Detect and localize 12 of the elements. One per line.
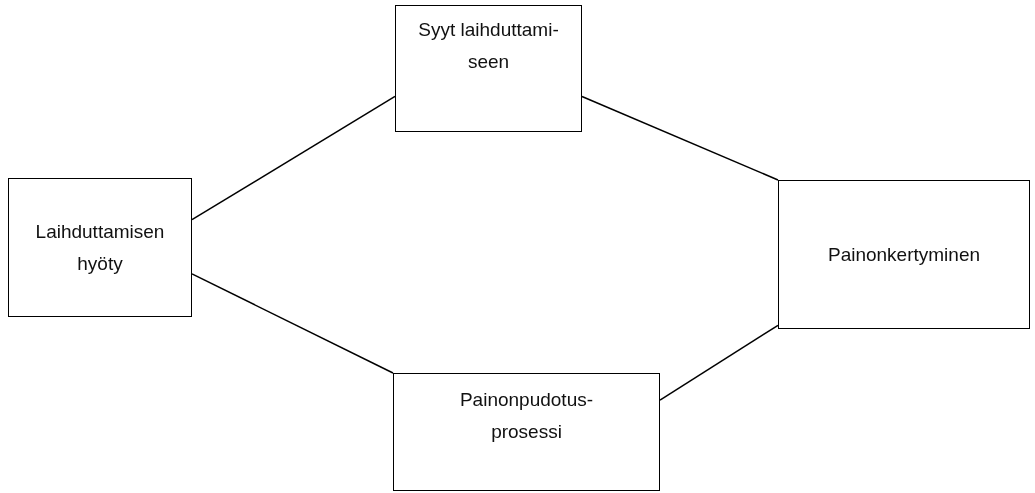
- concept-box: [395, 5, 582, 132]
- box-label: Syyt laihduttami- seen: [417, 18, 560, 74]
- concept-box: [778, 180, 1030, 329]
- connector-line: [191, 95, 396, 221]
- box-label: Painonpudotus- prosessi: [458, 388, 595, 444]
- concept-box: [8, 178, 192, 317]
- connector-line: [659, 324, 779, 401]
- concept-box: [393, 373, 660, 491]
- box-label: Laihduttamisen hyöty: [34, 219, 166, 276]
- connector-line: [581, 95, 779, 181]
- connector-line: [191, 273, 394, 374]
- box-label: Painonkertyminen: [827, 242, 981, 267]
